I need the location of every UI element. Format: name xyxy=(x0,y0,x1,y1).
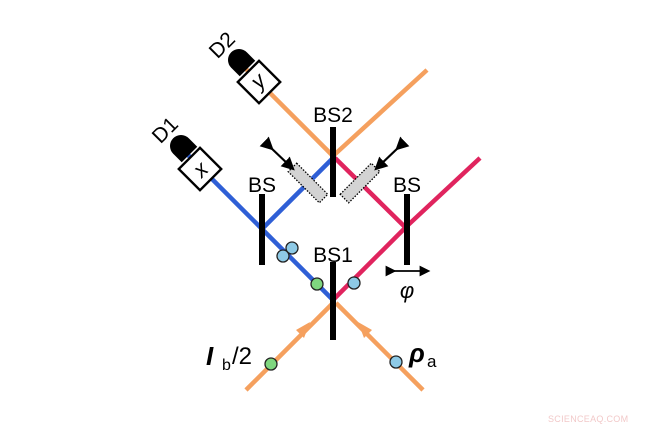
output-beam-right xyxy=(331,68,429,158)
input-beam-right xyxy=(334,301,425,392)
input-arrow-right-icon xyxy=(358,322,372,338)
bs-right-label: BS xyxy=(393,174,421,197)
input-right-label-main: ρ xyxy=(408,338,425,368)
red-beam-bs-out xyxy=(405,156,482,228)
filter-x-box xyxy=(177,146,223,192)
beamsplitter-right xyxy=(404,194,410,265)
input-left-label-main: I xyxy=(206,341,214,371)
input-beam-left xyxy=(244,301,335,392)
input-left-label-sub: b xyxy=(222,357,231,374)
red-arm xyxy=(331,156,482,302)
mirror-left-double-arrow-icon xyxy=(259,136,295,171)
beamsplitter-bs2 xyxy=(330,127,336,197)
blue-beam-bs-to-bs2 xyxy=(260,156,335,231)
mirror-right-double-arrow-icon xyxy=(374,136,410,171)
input-right-label-sub: a xyxy=(427,352,437,371)
detector-d2-icon xyxy=(228,49,256,77)
red-beam-bs1-to-bs xyxy=(331,224,409,302)
beamsplitter-left xyxy=(259,194,265,265)
filter-y-box xyxy=(236,59,282,105)
photon-blue-2 xyxy=(276,249,290,263)
detector-d1-icon xyxy=(170,135,198,163)
bs2-label: BS2 xyxy=(313,104,353,127)
photon-blue-1 xyxy=(285,241,299,255)
photon-blue-red-arm xyxy=(347,276,361,290)
beamsplitter-bs1 xyxy=(330,262,336,340)
bs1-label: BS1 xyxy=(313,244,353,267)
bs-left-label: BS xyxy=(248,174,276,197)
photon-green-arm xyxy=(310,277,324,291)
phase-label: φ xyxy=(400,278,414,303)
input-beams xyxy=(244,301,425,392)
red-beam-bs-to-bs2 xyxy=(333,156,409,231)
photon-blue-input xyxy=(389,355,403,369)
input-left-label-suffix: /2 xyxy=(232,343,252,370)
input-arrow-left-icon xyxy=(296,322,310,338)
photon-green-input xyxy=(264,357,278,371)
watermark: SCIENCEAQ.COM xyxy=(548,414,629,424)
